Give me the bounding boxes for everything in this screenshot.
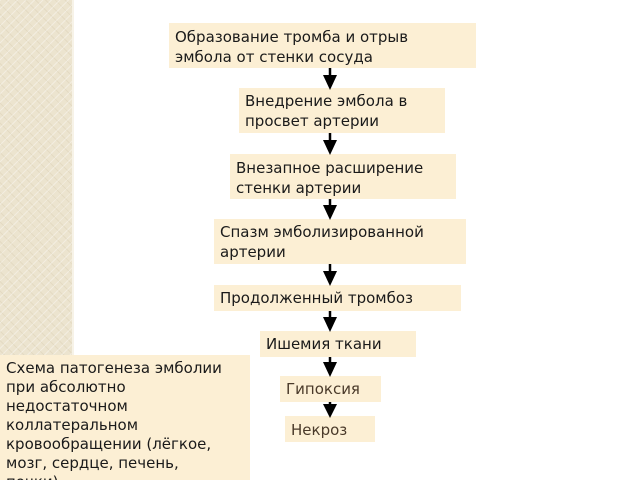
step-label: Гипоксия	[286, 380, 360, 398]
arrow-5-6	[323, 311, 337, 332]
step-label: Спазм эмболизированной артерии	[220, 223, 424, 261]
arrow-3-4	[323, 199, 337, 220]
step-hypoxia: Гипоксия	[280, 376, 381, 402]
step-label: Ишемия ткани	[266, 335, 382, 353]
step-necrosis: Некроз	[285, 416, 375, 442]
step-label: Продолженный тромбоз	[220, 289, 413, 307]
step-label: Некроз	[291, 421, 348, 439]
step-label: Образование тромба и отрыв эмбола от сте…	[175, 28, 409, 66]
arrow-1-2	[323, 68, 337, 90]
step-continued-thrombosis: Продолженный тромбоз	[214, 285, 461, 311]
side-band-edge	[72, 0, 74, 480]
step-thrombus-formation: Образование тромба и отрыв эмбола от сте…	[169, 23, 476, 68]
step-tissue-ischemia: Ишемия ткани	[260, 331, 416, 357]
arrow-6-7	[323, 357, 337, 377]
step-label: Внезапное расширение стенки артерии	[236, 159, 424, 197]
step-artery-dilation: Внезапное расширение стенки артерии	[230, 154, 456, 199]
step-embolus-entry: Внедрение эмбола в просвет артерии	[239, 88, 445, 133]
arrow-7-8	[323, 402, 337, 418]
arrow-4-5	[323, 264, 337, 286]
diagram-caption: Схема патогенеза эмболии при абсолютно н…	[0, 355, 250, 480]
arrow-2-3	[323, 133, 337, 155]
step-label: Внедрение эмбола в просвет артерии	[245, 92, 408, 130]
step-artery-spasm: Спазм эмболизированной артерии	[214, 219, 466, 264]
